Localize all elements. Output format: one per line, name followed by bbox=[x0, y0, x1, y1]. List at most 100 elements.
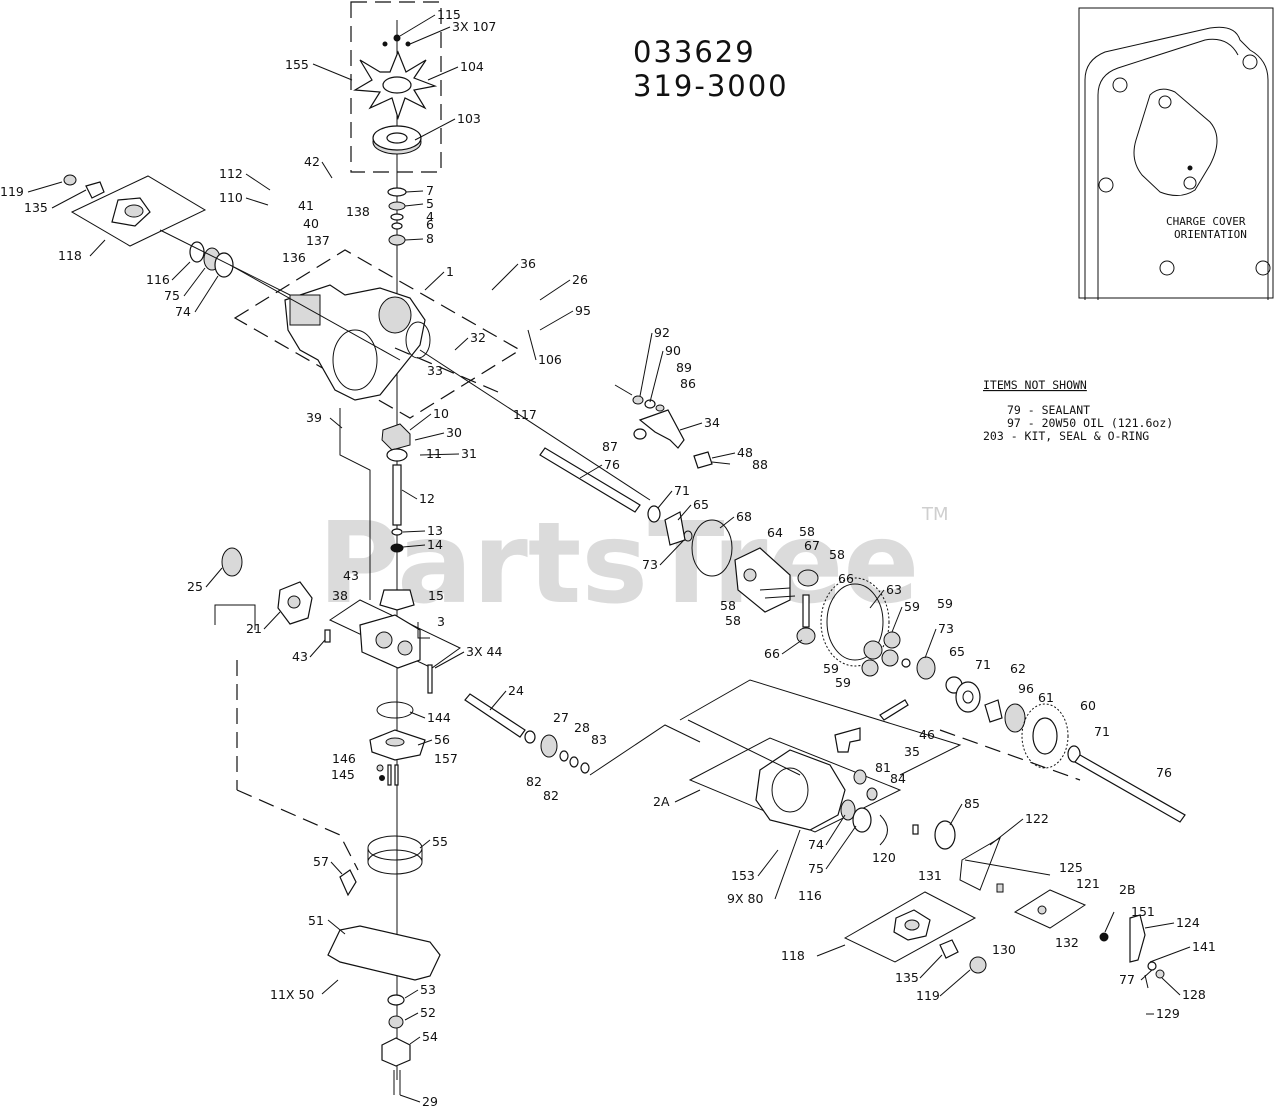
right-housing bbox=[679, 679, 962, 846]
callout-label: 68 bbox=[736, 509, 752, 524]
callout-label: 65 bbox=[949, 644, 965, 659]
callout-label: 135 bbox=[895, 970, 919, 985]
callout-label: 54 bbox=[422, 1029, 438, 1044]
callout-label: 71 bbox=[674, 483, 690, 498]
callout-label: 52 bbox=[420, 1005, 436, 1020]
callout-label: 10 bbox=[433, 406, 449, 421]
callout-label: 90 bbox=[665, 343, 681, 358]
callout-label: 75 bbox=[808, 861, 824, 876]
callout-label: 66 bbox=[838, 571, 854, 586]
callout-label: 119 bbox=[0, 184, 24, 199]
callout-label: 2A bbox=[653, 794, 670, 809]
main-housing bbox=[233, 249, 522, 419]
callout-label: 28 bbox=[574, 720, 590, 735]
callout-label: 42 bbox=[304, 154, 320, 169]
callout-label: 26 bbox=[572, 272, 588, 287]
callout-label: 138 bbox=[346, 204, 370, 219]
callout-label: 38 bbox=[332, 588, 348, 603]
callout-label: 12 bbox=[419, 491, 435, 506]
fan-assembly bbox=[350, 1, 442, 173]
callout-label: 56 bbox=[434, 732, 450, 747]
callout-label: 95 bbox=[575, 303, 591, 318]
callout-label: 21 bbox=[246, 621, 262, 636]
note-item: 79 - SEALANT bbox=[1007, 403, 1090, 417]
callout-label: 58 bbox=[725, 613, 741, 628]
callout-label: 58 bbox=[720, 598, 736, 613]
callout-label: 5 bbox=[426, 196, 434, 211]
callout-label: 73 bbox=[642, 557, 658, 572]
callout-label: 115 bbox=[437, 7, 461, 22]
callout-label: 43 bbox=[343, 568, 359, 583]
motor-parts bbox=[214, 547, 359, 871]
watermark-tm: TM bbox=[921, 504, 949, 525]
diagram-id-line1: 033629 bbox=[633, 35, 756, 69]
callout-label: 131 bbox=[918, 868, 942, 883]
callout-label: 137 bbox=[306, 233, 330, 248]
callout-label: 151 bbox=[1131, 904, 1155, 919]
axle-shaft bbox=[539, 447, 693, 546]
callout-label: 53 bbox=[420, 982, 436, 997]
callout-label: 82 bbox=[526, 774, 542, 789]
callout-label: 2B bbox=[1119, 882, 1136, 897]
callout-label: 71 bbox=[1094, 724, 1110, 739]
charge-cover-inset: CHARGE COVER ORIENTATION bbox=[1078, 7, 1274, 300]
callout-label: 74 bbox=[175, 304, 191, 319]
callout-label: 35 bbox=[904, 744, 920, 759]
callout-label: 88 bbox=[752, 457, 768, 472]
callout-label: 66 bbox=[764, 646, 780, 661]
upper-seal-stack bbox=[387, 187, 407, 246]
callout-label: 96 bbox=[1018, 681, 1034, 696]
callout-label: 7 bbox=[426, 183, 434, 198]
left-hub-assembly bbox=[63, 174, 301, 301]
pump-stack bbox=[339, 408, 415, 611]
callout-label: 61 bbox=[1038, 690, 1054, 705]
callout-label: 11X 50 bbox=[270, 987, 314, 1002]
callout-label: 1 bbox=[446, 264, 454, 279]
inset-caption-line1: CHARGE COVER bbox=[1166, 215, 1246, 228]
callout-label: 81 bbox=[875, 760, 891, 775]
callout-label: 85 bbox=[964, 796, 980, 811]
callout-label: 8 bbox=[426, 231, 434, 246]
diagram-id-line2: 319-3000 bbox=[633, 69, 789, 103]
callout-label: 73 bbox=[938, 621, 954, 636]
callout-label: 87 bbox=[602, 439, 618, 454]
leader-lines bbox=[27, 14, 1191, 1103]
callout-label: 128 bbox=[1182, 987, 1206, 1002]
callout-label: 6 bbox=[426, 217, 434, 232]
callout-label: 63 bbox=[886, 582, 902, 597]
right-hub-assembly bbox=[843, 820, 1165, 989]
watermark: PartsTree bbox=[318, 499, 919, 629]
callout-label: 76 bbox=[1156, 765, 1172, 780]
callout-label: 13 bbox=[427, 523, 443, 538]
callout-label: 144 bbox=[427, 710, 451, 725]
callout-label: 157 bbox=[434, 751, 458, 766]
callout-label: 33 bbox=[427, 363, 443, 378]
callout-label: 32 bbox=[470, 330, 486, 345]
callout-label: 58 bbox=[799, 524, 815, 539]
callout-label: 77 bbox=[1119, 972, 1135, 987]
callout-label: 146 bbox=[332, 751, 356, 766]
callout-label: 31 bbox=[461, 446, 477, 461]
callout-label: 104 bbox=[460, 59, 484, 74]
callout-label: 43 bbox=[292, 649, 308, 664]
callout-label: 74 bbox=[808, 837, 824, 852]
callout-label: 136 bbox=[282, 250, 306, 265]
callout-label: 116 bbox=[798, 888, 822, 903]
callout-label: 103 bbox=[457, 111, 481, 126]
callout-label: 30 bbox=[446, 425, 462, 440]
callout-label: 48 bbox=[737, 445, 753, 460]
control-arm bbox=[614, 384, 731, 469]
callout-label: 41 bbox=[298, 198, 314, 213]
callout-label: 64 bbox=[767, 525, 783, 540]
callout-label: 141 bbox=[1192, 939, 1216, 954]
callout-label: 124 bbox=[1176, 915, 1200, 930]
callout-label: 76 bbox=[604, 457, 620, 472]
callout-label: 36 bbox=[520, 256, 536, 271]
callout-label: 15 bbox=[428, 588, 444, 603]
callout-label: 130 bbox=[992, 942, 1016, 957]
callout-label: 58 bbox=[829, 547, 845, 562]
callout-label: 11 bbox=[426, 446, 442, 461]
callout-label: 14 bbox=[427, 537, 443, 552]
